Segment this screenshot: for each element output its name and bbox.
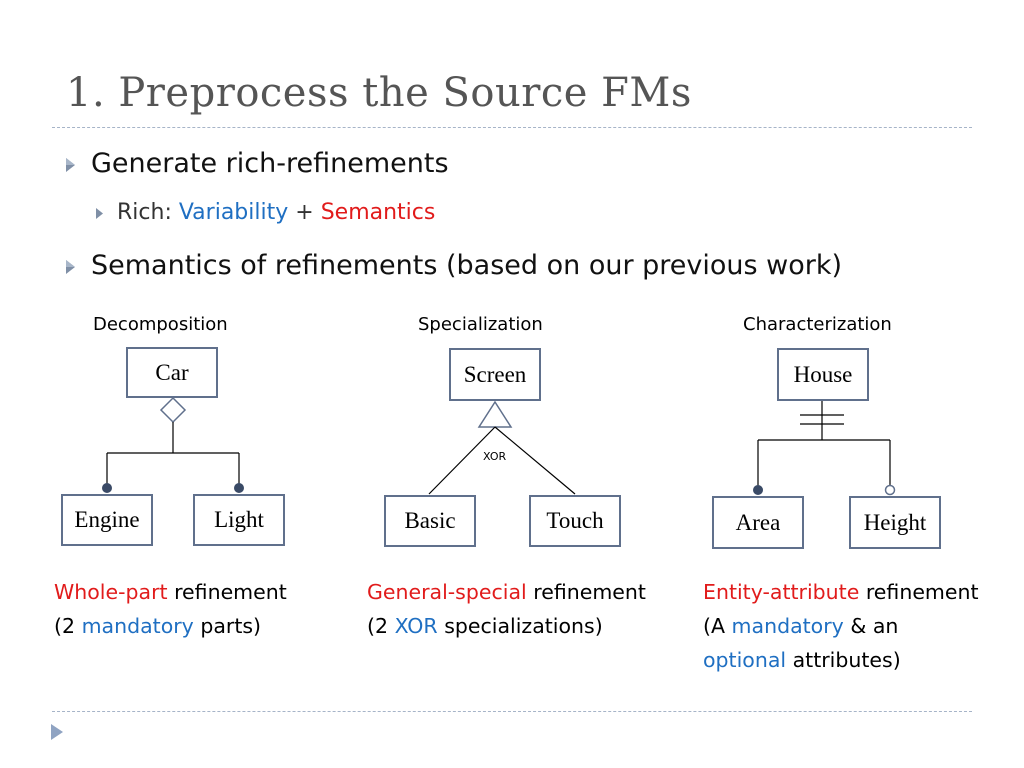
bullet-semantics-of-refinements: Semantics of refinements (based on our p… xyxy=(66,250,842,281)
feature-node-light: Light xyxy=(193,494,285,546)
caption-text: (2 xyxy=(54,614,82,638)
caption-text: specializations) xyxy=(437,614,603,638)
feature-node-car: Car xyxy=(126,347,218,398)
feature-node-basic: Basic xyxy=(384,495,476,547)
caption-term: Whole-part xyxy=(54,580,168,604)
caption-term: optional xyxy=(703,648,787,672)
caption-term: Entity-attribute xyxy=(703,580,860,604)
bullet-text: Semantics of refinements (based on our p… xyxy=(91,250,843,281)
plus-text: + xyxy=(288,200,321,225)
semantics-text: Semantics xyxy=(320,200,436,225)
caption-text: (A xyxy=(703,614,732,638)
decomposition-caption: Whole-part refinement (2 mandatory parts… xyxy=(54,575,287,643)
triangle-right-icon xyxy=(96,200,103,225)
triangle-right-icon xyxy=(66,250,75,281)
caption-text: (2 xyxy=(367,614,395,638)
mandatory-dot-icon xyxy=(234,483,244,493)
xor-group-label: XOR xyxy=(483,450,507,463)
triangle-right-icon xyxy=(66,148,75,179)
title-divider xyxy=(52,127,972,128)
feature-node-height: Height xyxy=(849,496,941,549)
slide-title: 1. Preprocess the Source FMs xyxy=(66,70,692,116)
specialization-caption: General-special refinement (2 XOR specia… xyxy=(367,575,646,643)
footer-divider xyxy=(52,711,972,712)
characterization-caption: Entity-attribute refinement (A mandatory… xyxy=(703,575,979,677)
feature-node-touch: Touch xyxy=(529,495,621,547)
mandatory-dot-icon xyxy=(102,483,112,493)
caption-term: XOR xyxy=(394,614,438,638)
caption-text: parts) xyxy=(193,614,262,638)
caption-text: refinement xyxy=(526,580,646,604)
mandatory-dot-icon xyxy=(753,485,763,495)
caption-text: attributes) xyxy=(786,648,901,672)
specialization-label: Specialization xyxy=(418,314,543,335)
caption-term: General-special xyxy=(367,580,527,604)
feature-node-screen: Screen xyxy=(449,348,541,401)
play-arrow-icon[interactable] xyxy=(50,723,64,745)
optional-circle-icon xyxy=(884,484,896,496)
caption-text: & an xyxy=(843,614,899,638)
aggregation-diamond-icon xyxy=(159,396,187,424)
sub-bullet-rich: Rich: Variability + Semantics xyxy=(96,200,435,225)
caption-term: mandatory xyxy=(81,614,194,638)
characterization-label: Characterization xyxy=(743,314,892,335)
bullet-generate-rich-refinements: Generate rich-refinements xyxy=(66,148,449,179)
decomposition-label: Decomposition xyxy=(93,314,228,335)
caption-text: refinement xyxy=(859,580,979,604)
caption-text: refinement xyxy=(167,580,287,604)
variability-text: Variability xyxy=(178,200,289,225)
feature-node-engine: Engine xyxy=(61,494,153,546)
bullet-text: Generate rich-refinements xyxy=(91,148,449,179)
caption-term: mandatory xyxy=(731,614,844,638)
feature-node-area: Area xyxy=(712,496,804,549)
generalization-triangle-icon xyxy=(477,400,513,428)
feature-node-house: House xyxy=(777,348,869,401)
sub-bullet-prefix: Rich: xyxy=(117,200,179,225)
